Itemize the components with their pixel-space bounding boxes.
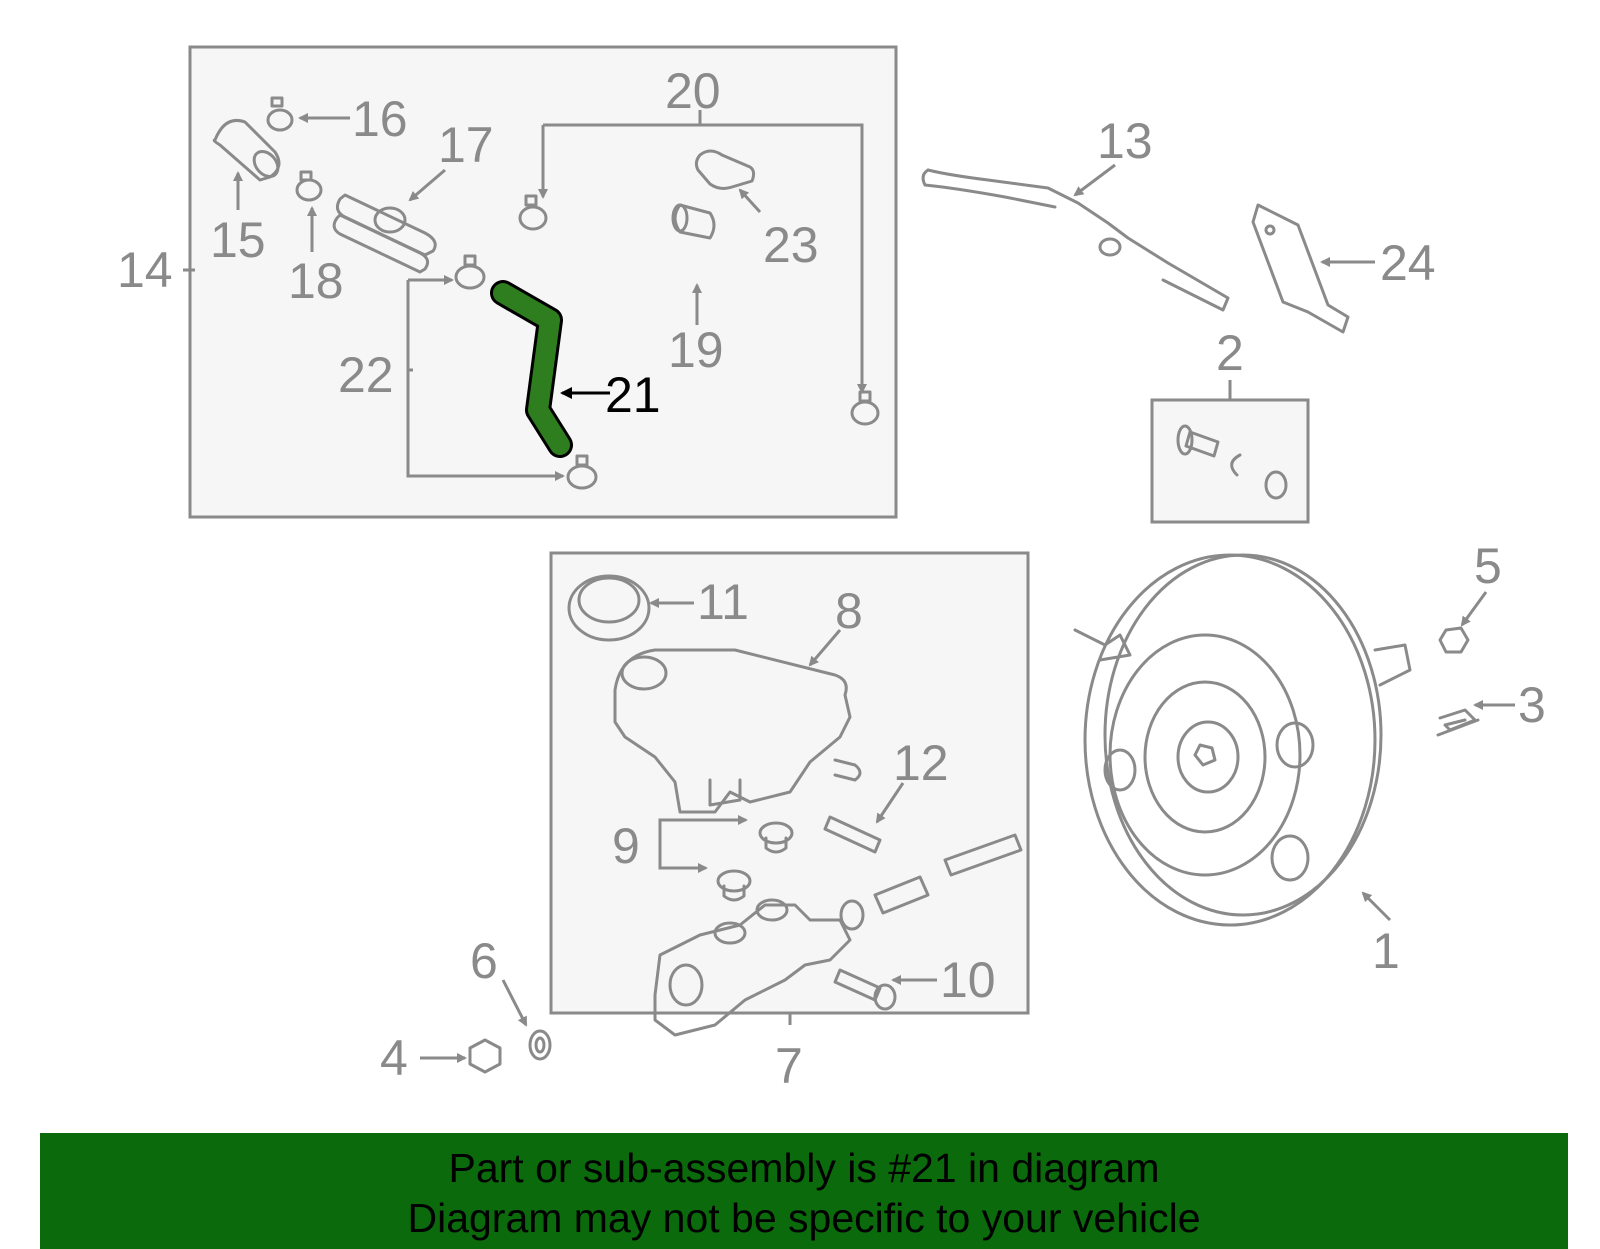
part-1-brake-booster[interactable] [1073,553,1412,927]
part-9-grommet-upper[interactable] [758,821,794,854]
part-primary-piston[interactable] [873,875,930,915]
callout-5: 5 [1474,538,1502,594]
part-3-clip[interactable] [1436,708,1480,737]
part-22-clamp-lower[interactable] [566,454,598,490]
callout-18: 18 [288,253,344,309]
part-19-vacuum-hose[interactable] [556,226,839,401]
callout-8: 8 [835,583,863,639]
callout-21-highlighted: 21 [605,367,661,423]
part-info-banner: Part or sub-assembly is #21 in diagram D… [40,1133,1568,1249]
part-2-pin[interactable] [1176,424,1288,500]
callout-7: 7 [775,1038,803,1094]
callout-24: 24 [1380,235,1436,291]
callout-12: 12 [893,735,949,791]
callout-10: 10 [940,952,996,1008]
part-7-master-cylinder[interactable] [653,898,852,1037]
part-23-sleeve[interactable] [671,203,716,240]
callout-22: 22 [338,347,394,403]
callout-2: 2 [1216,325,1244,381]
part-21-highlighted-hose[interactable] [490,280,573,458]
callout-9: 9 [612,818,640,874]
part-23-check-valve[interactable] [694,149,756,190]
callout-6: 6 [470,933,498,989]
part-20-clamp-left[interactable] [518,194,548,231]
callout-15: 15 [210,212,266,268]
part-5-nut[interactable] [1438,626,1470,654]
callout-1: 1 [1372,923,1400,979]
callout-20: 20 [665,63,721,119]
part-22-clamp-upper[interactable] [454,254,486,290]
master-cylinder-box [549,551,1030,1015]
part-6-washer[interactable] [528,1029,552,1061]
part-seal-ring[interactable] [839,899,865,931]
part-secondary-piston[interactable] [943,833,1023,877]
part-8-reservoir[interactable] [613,648,862,814]
leader-lines [183,110,1515,1063]
callout-16: 16 [352,91,408,147]
part-15-elbow-hose[interactable] [212,119,282,182]
part-13-cable[interactable] [921,168,1230,312]
part-24-bracket[interactable] [1251,203,1350,334]
callout-17: 17 [438,117,494,173]
part-4-nut[interactable] [468,1038,502,1074]
part-9-grommet-lower[interactable] [716,869,752,902]
callout-3: 3 [1518,677,1546,733]
callout-13: 13 [1097,113,1153,169]
pin-kit-box [1150,398,1310,524]
callout-14: 14 [117,242,173,298]
part-11-reservoir-cap[interactable] [567,574,651,642]
part-16-clamp[interactable] [266,96,294,132]
part-12-retaining-pin[interactable] [823,815,882,854]
part-10-bolt[interactable] [833,968,897,1011]
part-17-connector[interactable] [332,193,437,274]
callout-19: 19 [668,322,724,378]
part-18-clamp[interactable] [295,170,323,202]
callout-4: 4 [380,1030,408,1086]
banner-line-disclaimer: Diagram may not be specific to your vehi… [407,1195,1201,1241]
callout-11: 11 [697,574,749,630]
callout-23: 23 [763,217,819,273]
banner-line-part-number: Part or sub-assembly is #21 in diagram [448,1145,1160,1191]
